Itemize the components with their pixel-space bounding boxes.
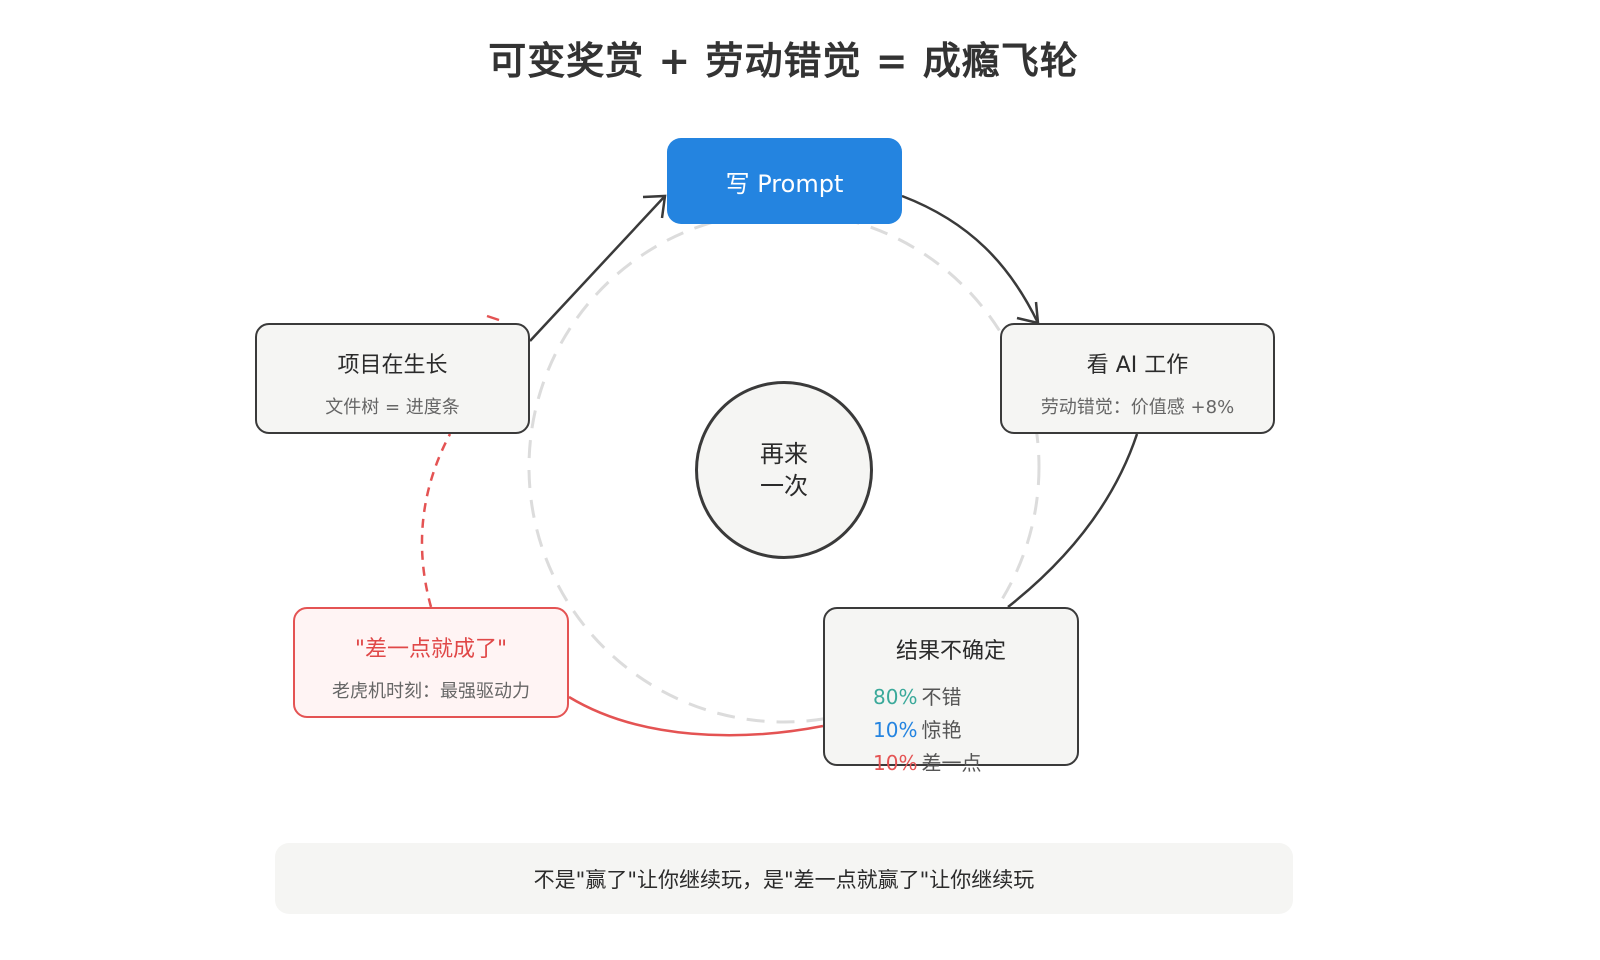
arrowhead-prompt	[642, 194, 667, 219]
outcome-percent: 10%	[873, 751, 918, 775]
diagram-title: 可变奖赏 + 劳动错觉 = 成瘾飞轮	[488, 39, 1079, 83]
node-almost-made-it: "差一点就成了" 老虎机时刻：最强驱动力	[293, 607, 569, 718]
center-text-line-1: 再来	[760, 440, 808, 468]
center-text-line-2: 一次	[760, 472, 808, 500]
outcome-percent: 10%	[873, 718, 918, 742]
node-project-growing: 项目在生长 文件树 = 进度条	[255, 323, 530, 434]
outcome-item: 10%差一点	[873, 747, 981, 780]
node-uncertain-result-label: 结果不确定	[895, 639, 1006, 664]
outcome-label: 不错	[921, 685, 962, 709]
footer-caption: 不是"赢了"让你继续玩，是"差一点就赢了"让你继续玩	[275, 843, 1293, 914]
node-almost-made-it-subtitle: 老虎机时刻：最强驱动力	[332, 681, 530, 702]
arrow-result-to-almost	[568, 695, 824, 737]
node-uncertain-result: 结果不确定 80%不错 10%惊艳 10%差一点	[823, 607, 1079, 775]
arrow-watch-to-result	[1007, 433, 1139, 608]
node-watch-ai-work-label: 看 AI 工作	[1086, 353, 1189, 378]
node-almost-made-it-label: "差一点就成了"	[354, 637, 508, 662]
outcome-item: 10%惊艳	[873, 714, 981, 747]
arrow-grow-to-prompt	[529, 195, 666, 342]
node-write-prompt: 写 Prompt	[667, 138, 902, 224]
outcome-item: 80%不错	[873, 681, 981, 714]
center-repeat-circle: 再来 一次	[695, 381, 873, 559]
outcome-percent: 80%	[873, 685, 918, 709]
node-watch-ai-work-subtitle: 劳动错觉：价值感 +8%	[1040, 397, 1235, 418]
arrow-almost-to-grow	[420, 433, 452, 608]
outcome-label: 差一点	[921, 751, 982, 775]
footer-caption-text: 不是"赢了"让你继续玩，是"差一点就赢了"让你继续玩	[533, 867, 1035, 892]
outcome-list: 80%不错 10%惊艳 10%差一点	[873, 681, 981, 780]
red-tick-mark	[486, 314, 500, 322]
node-write-prompt-label: 写 Prompt	[725, 169, 844, 198]
outcome-label: 惊艳	[921, 718, 962, 742]
arrow-prompt-to-watch	[901, 194, 1040, 324]
node-watch-ai-work: 看 AI 工作 劳动错觉：价值感 +8%	[1000, 323, 1275, 434]
node-project-growing-label: 项目在生长	[337, 353, 448, 378]
node-project-growing-subtitle: 文件树 = 进度条	[325, 397, 460, 418]
